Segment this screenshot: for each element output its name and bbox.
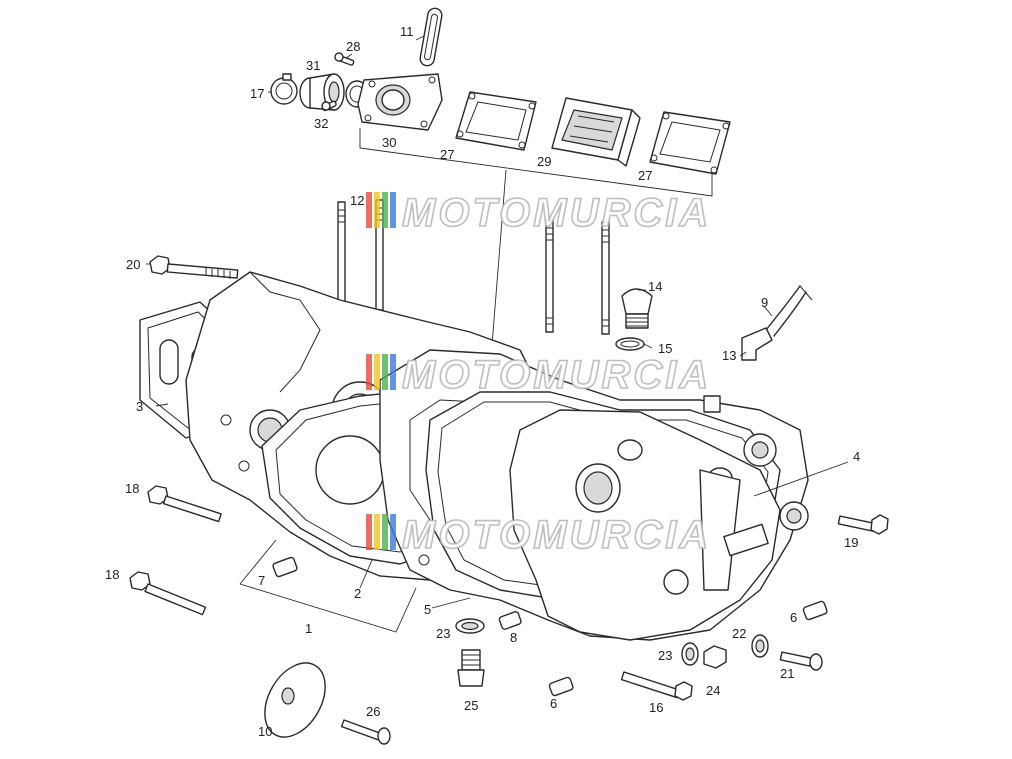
callout-30: 30 <box>382 135 396 150</box>
callout-29: 29 <box>537 154 551 169</box>
part-17-hose-clamp <box>270 73 298 105</box>
callout-19: 19 <box>844 535 858 550</box>
part-4-clutch-cover <box>509 395 809 641</box>
intake-group-bracket <box>359 128 713 346</box>
part-30-manifold <box>357 73 443 131</box>
watermark-bottom: MOTOMURCIA <box>366 512 711 558</box>
leader-lines <box>146 35 849 633</box>
part-6-dowel-bottom <box>548 676 574 697</box>
part-18-bolt-upper <box>147 485 222 523</box>
part-14-filler-plug <box>621 288 653 329</box>
callout-labels: 1 2 3 4 5 6 6 7 8 9 10 11 12 13 14 15 16… <box>105 24 860 739</box>
watermark-stripe-icon <box>366 514 396 550</box>
watermark-text: MOTOMURCIA <box>402 353 711 397</box>
callout-27: 27 <box>638 168 652 183</box>
callout-12: 12 <box>350 193 364 208</box>
callout-23: 23 <box>436 626 450 641</box>
callout-25: 25 <box>464 698 478 713</box>
part-27-gasket-a <box>455 91 537 151</box>
part-25-drain-plug <box>457 649 485 687</box>
callout-6: 6 <box>550 696 557 711</box>
callout-4: 4 <box>853 449 860 464</box>
callout-26: 26 <box>366 704 380 719</box>
part-29-reed-block <box>551 97 641 167</box>
part-16-bolt <box>620 671 693 701</box>
callout-2: 2 <box>354 586 361 601</box>
callout-17: 17 <box>250 86 264 101</box>
part-19-bolt <box>837 514 889 535</box>
part-32-screw <box>321 100 337 112</box>
callout-18: 18 <box>125 481 139 496</box>
part-18-bolt-lower <box>129 571 207 616</box>
callout-5: 5 <box>424 602 431 617</box>
part-6-dowel-right <box>802 600 828 621</box>
watermark-stripe-icon <box>366 354 396 390</box>
callout-24: 24 <box>706 683 720 698</box>
watermark-top: MOTOMURCIA <box>366 190 711 236</box>
part-24-plug <box>703 645 727 669</box>
part-20-bolt <box>149 255 239 279</box>
callout-15: 15 <box>658 341 672 356</box>
callout-22: 22 <box>732 626 746 641</box>
callout-10: 10 <box>258 724 272 739</box>
watermark-stripe-icon <box>366 192 396 228</box>
part-15-o-ring <box>615 337 645 351</box>
part-23-washer-right <box>681 642 699 666</box>
part-7-dowel <box>272 556 298 578</box>
part-11-reed <box>419 7 443 67</box>
part-28-screw <box>334 52 355 66</box>
callout-16: 16 <box>649 700 663 715</box>
callout-21: 21 <box>780 666 794 681</box>
watermark-text: MOTOMURCIA <box>402 513 711 557</box>
callout-8: 8 <box>510 630 517 645</box>
part-31-intake-rubber <box>299 73 345 111</box>
part-26-screw <box>340 719 391 745</box>
callout-7: 7 <box>258 573 265 588</box>
part-23-washer-left <box>455 618 485 634</box>
callout-27: 27 <box>440 147 454 162</box>
callout-31: 31 <box>306 58 320 73</box>
watermark-middle: MOTOMURCIA <box>366 352 711 398</box>
callout-14: 14 <box>648 279 662 294</box>
part-21-screw <box>779 651 823 671</box>
callout-9: 9 <box>761 295 768 310</box>
part-22-washer <box>751 634 769 658</box>
callout-18: 18 <box>105 567 119 582</box>
callout-3: 3 <box>136 399 143 414</box>
callout-23: 23 <box>658 648 672 663</box>
part-8-dowel <box>498 611 522 630</box>
part-9-hose <box>765 285 813 337</box>
callout-1: 1 <box>305 621 312 636</box>
part-13-elbow <box>741 327 773 361</box>
callout-32: 32 <box>314 116 328 131</box>
callout-11: 11 <box>400 24 414 39</box>
callout-13: 13 <box>722 348 736 363</box>
callout-20: 20 <box>126 257 140 272</box>
callout-28: 28 <box>346 39 360 54</box>
part-27-gasket-b <box>649 111 731 175</box>
callout-6: 6 <box>790 610 797 625</box>
part-10-cover-cap <box>264 662 326 738</box>
watermark-text: MOTOMURCIA <box>402 191 711 235</box>
